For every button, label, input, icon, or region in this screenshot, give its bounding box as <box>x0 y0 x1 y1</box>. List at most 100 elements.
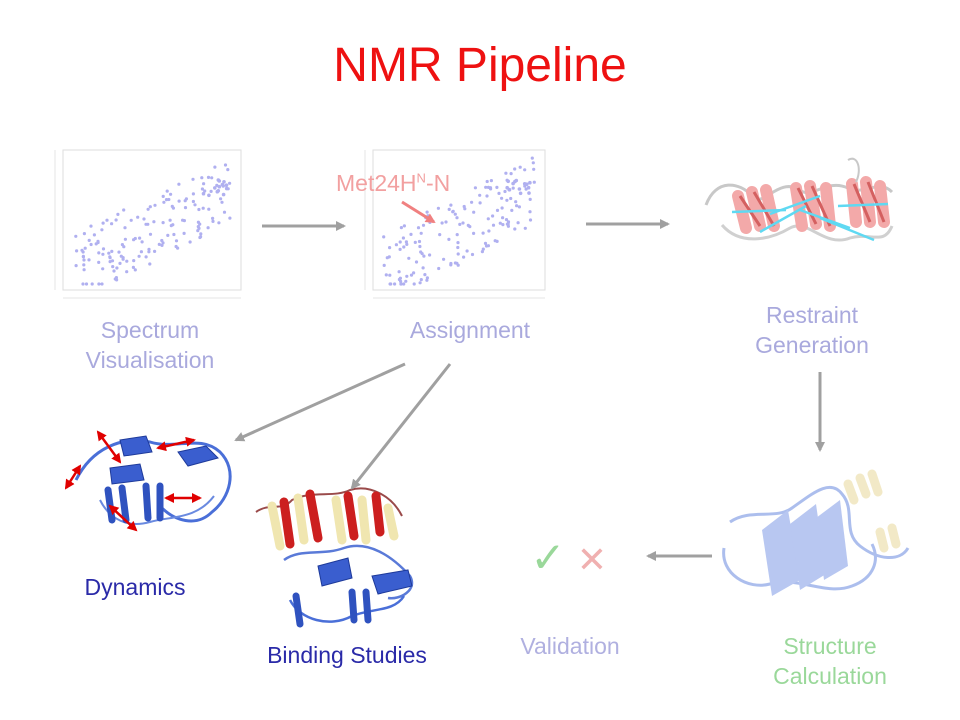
spectrum-peak <box>428 253 432 257</box>
spectrum-peak <box>465 249 469 253</box>
spectrum-plot-2 <box>364 149 546 299</box>
spectrum-peak <box>182 231 186 235</box>
spectrum-peak <box>92 233 96 237</box>
spectrum-peak <box>493 239 497 243</box>
spectrum-peak <box>110 249 114 253</box>
spectrum-peak <box>219 197 223 201</box>
binding-protein-image <box>255 487 414 628</box>
spectrum-peak <box>449 263 453 267</box>
spectrum-peak <box>491 214 495 218</box>
spectrum-peak <box>438 233 442 237</box>
spectrum-peak <box>164 198 169 202</box>
spectrum-peak <box>495 208 500 212</box>
spectrum-peak <box>394 243 398 247</box>
spectrum-peak <box>203 189 207 193</box>
spectrum-peak <box>399 226 403 230</box>
spectrum-peak <box>148 262 152 266</box>
spectrum-peak <box>89 224 93 228</box>
spectrum-peak <box>132 259 136 263</box>
spectrum-peak <box>200 176 204 180</box>
spectrum-peak <box>80 248 84 252</box>
spectrum-peak <box>207 193 211 198</box>
spectrum-peak <box>478 193 482 197</box>
spectrum-peak <box>388 282 392 286</box>
spectrum-peak <box>517 205 522 209</box>
stage-label-structure: Structure Calculation <box>773 633 887 689</box>
spectrum-peaks-1 <box>74 163 232 286</box>
spectrum-peak <box>500 196 504 200</box>
spectrum-peak <box>524 187 528 191</box>
spectrum-peak <box>504 171 508 175</box>
spectrum-peak <box>532 167 536 171</box>
spectrum-peak <box>117 250 121 254</box>
spectrum-peak <box>199 232 203 236</box>
arrow-assignment-to-binding <box>350 363 452 490</box>
spectrum-peak <box>101 252 105 256</box>
spectrum-peak <box>402 282 406 286</box>
spectrum-peak <box>131 265 135 269</box>
spectrum-peak <box>160 238 164 243</box>
spectrum-peak <box>108 256 112 260</box>
spectrum-peak <box>462 255 466 259</box>
spectrum-peak <box>217 184 222 189</box>
spectrum-peak <box>228 181 232 185</box>
spectrum-peak <box>112 269 116 273</box>
spectrum-peak <box>405 242 409 246</box>
spectrum-peak <box>528 218 533 222</box>
assignment-annotation-sup: N <box>416 170 426 186</box>
spectrum-peak <box>201 206 205 210</box>
spectrum-peak <box>504 218 509 222</box>
spectrum-peak <box>146 207 150 211</box>
spectrum-peak <box>142 217 146 221</box>
spectrum-peak <box>472 231 476 235</box>
spectrum-peak <box>528 180 532 185</box>
spectrum-peak <box>510 208 514 212</box>
spectrum-peak <box>461 221 465 225</box>
spectrum-peak <box>146 222 150 226</box>
spectrum-peak <box>486 217 490 221</box>
spectrum-peak <box>96 239 100 243</box>
spectrum-peak <box>470 200 474 204</box>
spectrum-peak <box>398 240 402 244</box>
spectrum-peak <box>419 250 423 254</box>
spectrum-peak <box>217 221 221 225</box>
spectrum-peak <box>125 270 129 274</box>
spectrum-peak <box>123 237 127 241</box>
spectrum-peak <box>516 221 520 225</box>
spectrum-peak <box>107 251 111 255</box>
spectrum-peak <box>525 182 529 186</box>
spectrum-peak <box>478 201 482 205</box>
spectrum-peak <box>101 267 105 271</box>
spectrum-peak <box>188 240 192 244</box>
spectrum-peak <box>501 216 505 220</box>
spectrum-peak <box>183 206 188 210</box>
spectrum-peak <box>165 189 169 193</box>
spectrum-peak <box>398 247 402 251</box>
spectrum-peak <box>437 266 441 271</box>
spectrum-peak <box>153 203 157 207</box>
spectrum-peak <box>116 212 120 216</box>
spectrum-peak <box>404 279 408 283</box>
spectrum-peak <box>440 221 444 225</box>
spectrum-peak <box>181 218 185 222</box>
spectrum-peak <box>171 206 175 210</box>
stage-label-restraint: Restraint Generation <box>755 302 869 358</box>
assignment-annotation: Met24HN-N <box>336 170 450 197</box>
spectrum-peak <box>489 179 493 183</box>
spectrum-peak <box>527 191 531 195</box>
spectrum-peak <box>503 189 507 194</box>
spectrum-peak <box>162 200 166 204</box>
spectrum-peak <box>523 226 527 230</box>
spectrum-peak <box>122 245 126 249</box>
spectrum-peak <box>528 210 532 214</box>
spectrum-peak <box>523 168 527 172</box>
spectrum-peak <box>417 239 422 244</box>
spectrum-peak <box>402 245 406 249</box>
spectrum-peak <box>423 273 427 277</box>
spectrum-peak <box>200 187 204 191</box>
spectrum-peak <box>402 224 406 228</box>
spectrum-peak <box>486 244 490 248</box>
spectrum-peak <box>421 266 425 270</box>
spectrum-peak <box>138 236 142 240</box>
stage-label-assignment: Assignment <box>409 317 531 343</box>
